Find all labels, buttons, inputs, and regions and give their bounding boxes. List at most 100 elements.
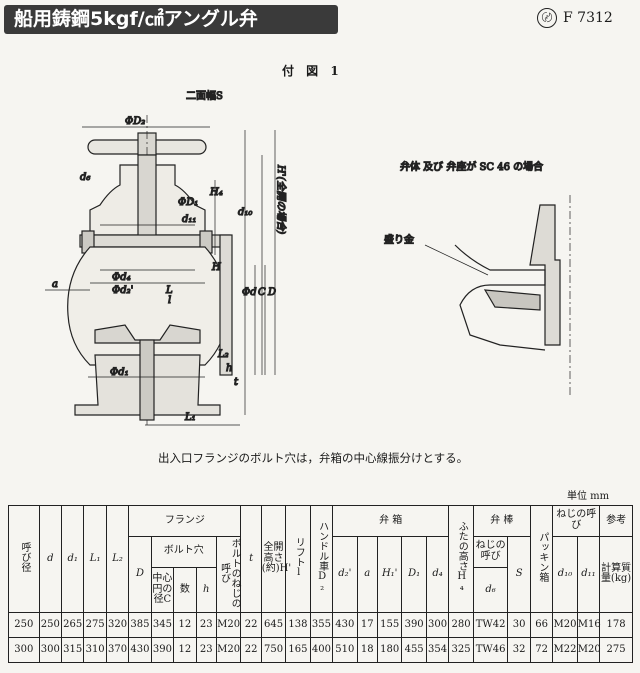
cell-d1: 315 <box>60 637 85 663</box>
valve-body-shape <box>67 234 233 421</box>
th-h: h <box>195 566 217 614</box>
th-a: a <box>356 535 378 614</box>
cell-d11: M16 <box>576 612 601 638</box>
cell-L1: 275 <box>83 612 107 638</box>
cell-L2: 320 <box>105 612 130 638</box>
th-D: D <box>128 535 152 614</box>
cell-bolt: M20 <box>215 637 242 663</box>
cell-S: 30 <box>507 612 531 638</box>
label-d4: Φd₄ <box>112 272 131 283</box>
cell-number: 12 <box>173 637 197 663</box>
th-reference: 参考 <box>599 505 633 537</box>
th-d2p: d₂' <box>332 535 358 614</box>
cell-lift: 165 <box>285 637 311 663</box>
cell-D1: 455 <box>401 637 427 663</box>
label-l: l <box>168 295 171 306</box>
cell-d6: TW42 <box>472 612 509 638</box>
figure-title: 付 図 1 <box>282 64 343 78</box>
label-h-small: h <box>226 363 232 374</box>
th-valve-box: 弁 箱 <box>332 505 450 537</box>
cell-H1p: 180 <box>376 637 403 663</box>
th-stem-thread: ねじの呼び <box>472 535 509 568</box>
label-t: t <box>234 377 239 388</box>
cell-S: 32 <box>507 637 531 663</box>
label-d2: Φd₂' <box>112 285 133 296</box>
cell-D1: 390 <box>401 612 427 638</box>
cell-mass: 178 <box>599 612 633 638</box>
cell-d4: 300 <box>425 612 450 638</box>
label-h-full: H'(全開の場合) <box>275 164 287 234</box>
th-lift: リフトl <box>285 505 311 613</box>
unit-label: 単位 mm <box>567 491 610 502</box>
th-d11: d₁₁ <box>576 535 601 614</box>
spec-table: 呼び径 d d₁ L₁ L₂ フランジ t 全開高さ(約)H' リフトl ハンド… <box>8 505 633 663</box>
cell-L1: 310 <box>83 637 107 663</box>
label-L: L <box>165 285 173 296</box>
inset-detail-shape <box>424 195 571 395</box>
inset-label: 盛り金 <box>384 233 414 246</box>
cell-d2p: 510 <box>332 637 358 663</box>
th-packing: パッキン箱 <box>529 505 554 613</box>
cell-d6: TW46 <box>472 637 509 663</box>
th-D1: D₁ <box>401 535 427 614</box>
cell-C: 345 <box>150 612 175 638</box>
page-header: 船用鋳鋼5kgf/㎠アングル弁 〄F 7312 <box>0 0 640 40</box>
cell-d2p: 430 <box>332 612 358 638</box>
cell-d11: M20 <box>576 637 601 663</box>
th-S: S <box>507 535 531 614</box>
th-d6: d₆ <box>472 566 509 614</box>
label-h: H <box>211 262 221 273</box>
th-full-height: 全開高さ(約)H' <box>260 505 291 613</box>
valve-drawing-svg: 二面幅S ΦD₂ d₆ ΦD₁ d₁₁ d₁₀ H₄ H'(全開の場合) H a… <box>45 88 571 426</box>
th-t: t <box>240 505 262 613</box>
th-d4: d₄ <box>425 535 450 614</box>
th-stem: 弁 棒 <box>472 505 531 537</box>
cell-number: 12 <box>173 612 197 638</box>
handwheel-shape <box>82 115 210 425</box>
label-handwheel-dia: ΦD₂ <box>125 116 145 127</box>
cell-H1p: 155 <box>376 612 403 638</box>
th-lid: ふたの高さH₄ <box>448 505 474 613</box>
cell-mass: 275 <box>599 637 633 663</box>
th-center-circle: 中心円の径C <box>150 566 175 614</box>
label-d: Φd <box>242 287 257 298</box>
dimension-lines <box>45 130 276 426</box>
label-h4: H₄ <box>209 187 223 198</box>
bonnet-shape <box>79 154 231 254</box>
cell-d7: 66 <box>529 612 554 638</box>
table-header-row-3: 中心円の径C 数 h d₆ <box>9 566 633 614</box>
th-L1: L₁ <box>83 505 107 613</box>
label-D: D <box>267 287 276 298</box>
table-row: 300 300 315 310 370 430 390 12 23 M20 22… <box>8 637 633 663</box>
th-nominal: 呼び径 <box>8 505 40 613</box>
cell-d1: 265 <box>60 612 85 638</box>
cell-t: 22 <box>240 637 262 663</box>
label-L1: L₁ <box>184 412 196 423</box>
cell-nominal: 250 <box>8 612 40 638</box>
th-H1p: H₁' <box>376 535 403 614</box>
valve-drawing: 二面幅S ΦD₂ d₆ ΦD₁ d₁₁ d₁₀ H₄ H'(全開の場合) H a… <box>0 85 640 445</box>
cell-C: 390 <box>150 637 175 663</box>
jis-mark-icon: 〄 <box>537 8 557 28</box>
cell-L2: 370 <box>105 637 130 663</box>
label-d11: d₁₁ <box>182 214 196 225</box>
cell-H4: 325 <box>448 637 474 663</box>
table-row: 250 250 265 275 320 385 345 12 23 M20 22… <box>8 612 633 638</box>
cell-lift: 138 <box>285 612 311 638</box>
label-d1-dia: ΦD₁ <box>178 197 198 208</box>
cell-d7: 72 <box>529 637 554 663</box>
label-d1-small: Φd₁ <box>110 367 129 378</box>
standard-number: 〄F 7312 <box>537 8 613 28</box>
th-bolt-thread: ボルトのねじの呼び <box>215 535 242 614</box>
label-a: a <box>52 279 58 290</box>
label-c: C <box>258 287 266 298</box>
cell-d10: M20 <box>552 612 578 638</box>
document-title: 船用鋳鋼5kgf/㎠アングル弁 <box>4 5 338 34</box>
th-mass: 計算質量(kg) <box>599 535 633 614</box>
bolt-hole-note: 出入口フランジのボルト穴は，弁箱の中心線振分けとする。 <box>158 451 469 465</box>
cell-h: 23 <box>195 612 217 638</box>
cell-d4: 354 <box>425 637 450 663</box>
label-d6: d₆ <box>80 172 90 183</box>
cell-a: 17 <box>356 612 378 638</box>
table-header-row-2: D ボルト穴 ボルトのねじの呼び d₂' a H₁' D₁ d₄ ねじの呼び S… <box>9 535 633 614</box>
